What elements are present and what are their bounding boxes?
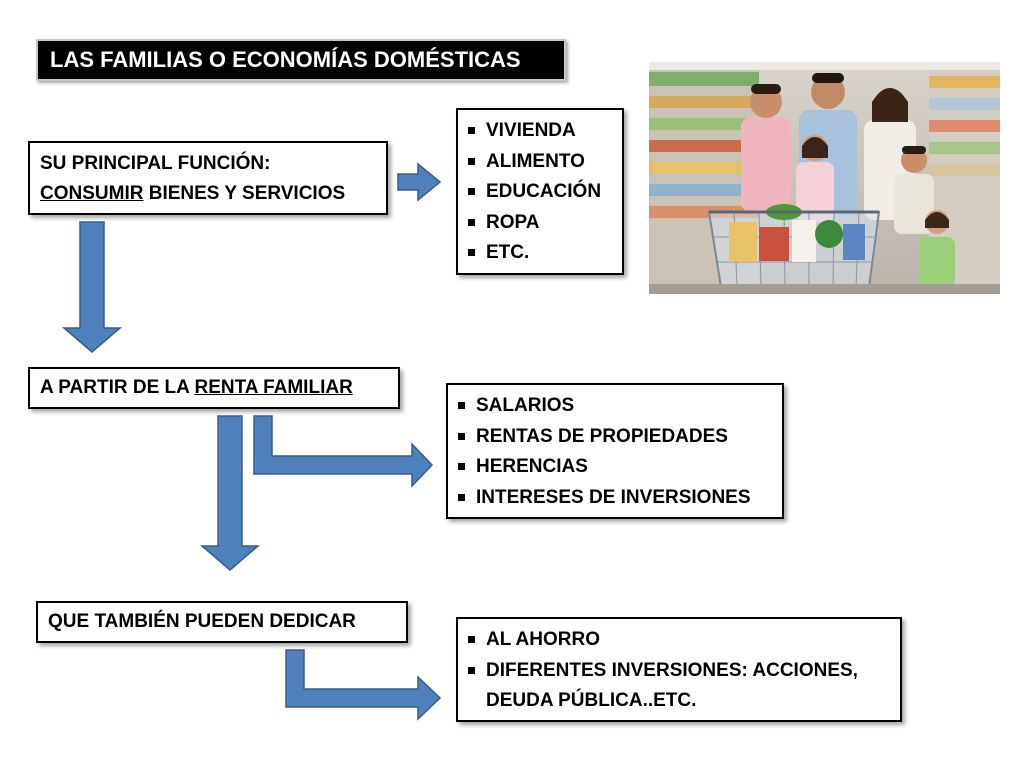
person-girl [796, 135, 834, 222]
bienes-list: VIVIENDA ALIMENTO EDUCACIÓN ROPA ETC. [458, 110, 622, 269]
funcion-line-1: SU PRINCIPAL FUNCIÓN: [40, 153, 271, 174]
arrow-elbow-to-fuentes [253, 415, 434, 488]
person-boy [741, 84, 791, 212]
funcion-line-2: CONSUMIR BIENES Y SERVICIOS [40, 179, 376, 209]
slide-title: LAS FAMILIAS O ECONOMÍAS DOMÉSTICAS [36, 39, 566, 81]
renta-prefix: A PARTIR DE LA [40, 377, 195, 398]
bienes-item: ALIMENTO [466, 147, 616, 178]
bienes-item: EDUCACIÓN [466, 177, 616, 208]
usos-item-continuation: DEUDA PÚBLICA..ETC. [486, 690, 697, 711]
arrow-down-to-dedicar [199, 415, 261, 571]
dedicar-box: QUE TAMBIÉN PUEDEN DEDICAR [36, 601, 408, 643]
bienes-box: VIVIENDA ALIMENTO EDUCACIÓN ROPA ETC. [456, 108, 624, 275]
person-toddler [919, 210, 955, 287]
fuentes-item: RENTAS DE PROPIEDADES [456, 422, 776, 453]
shelf-left [649, 62, 759, 294]
fuentes-list: SALARIOS RENTAS DE PROPIEDADES HERENCIAS… [448, 385, 782, 513]
usos-item: AL AHORRO [466, 625, 894, 656]
person-boy-small [894, 146, 934, 234]
funcion-line-2-rest: BIENES Y SERVICIOS [143, 183, 346, 204]
fuentes-item: INTERESES DE INVERSIONES [456, 483, 776, 514]
fuentes-box: SALARIOS RENTAS DE PROPIEDADES HERENCIAS… [446, 383, 784, 519]
usos-item: DIFERENTES INVERSIONES: ACCIONES, [466, 656, 894, 687]
dedicar-label: QUE TAMBIÉN PUEDEN DEDICAR [48, 611, 356, 632]
bienes-item: ETC. [466, 238, 616, 269]
consumir-word: CONSUMIR [40, 183, 144, 204]
arrow-down-to-renta [61, 221, 123, 353]
fuentes-item: HERENCIAS [456, 452, 776, 483]
fuentes-item: SALARIOS [456, 391, 776, 422]
arrow-elbow-to-usos [285, 649, 442, 721]
shopping-cart [707, 204, 881, 288]
family-shopping-photo [649, 62, 1000, 294]
arrow-right-to-bienes [397, 162, 442, 202]
usos-list: AL AHORRO DIFERENTES INVERSIONES: ACCION… [458, 619, 900, 717]
renta-familiar-underlined: RENTA FAMILIAR [194, 377, 353, 398]
bienes-item: VIVIENDA [466, 116, 616, 147]
funcion-principal-box: SU PRINCIPAL FUNCIÓN: CONSUMIR BIENES Y … [28, 141, 388, 215]
shelf-right [929, 62, 1000, 294]
renta-familiar-box: A PARTIR DE LA RENTA FAMILIAR [28, 367, 400, 409]
usos-box: AL AHORRO DIFERENTES INVERSIONES: ACCION… [456, 617, 902, 722]
bienes-item: ROPA [466, 208, 616, 239]
